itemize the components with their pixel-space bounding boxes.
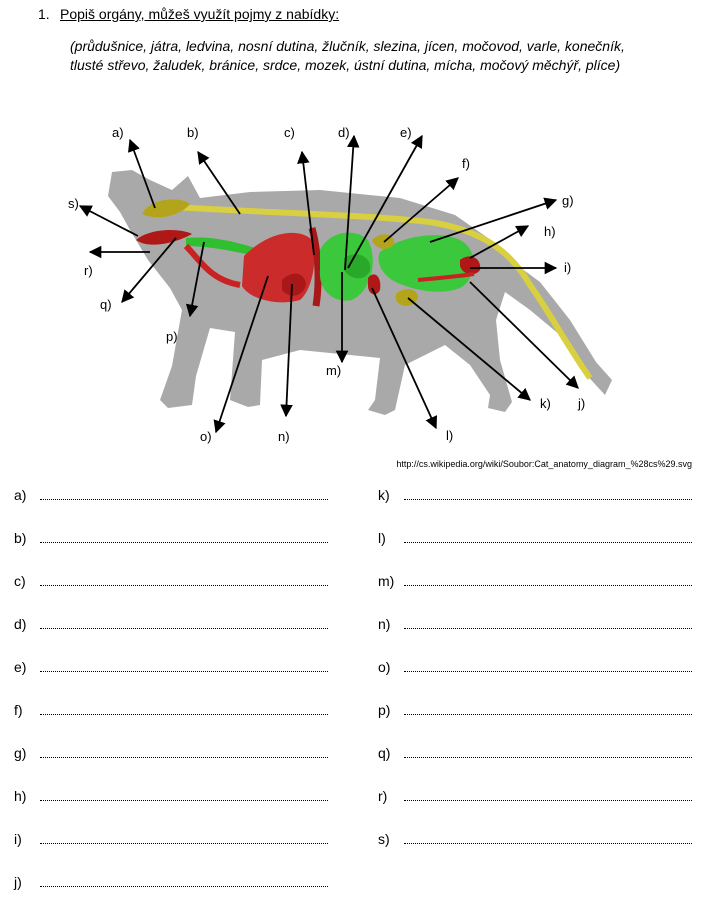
diagram-label-i: i)	[564, 260, 571, 275]
answer-key: a)	[14, 487, 27, 503]
answer-blank[interactable]	[404, 831, 692, 844]
answer-row-i: i)	[14, 829, 328, 849]
answer-blank[interactable]	[40, 874, 328, 887]
answer-blank[interactable]	[404, 788, 692, 801]
answer-key: k)	[378, 487, 390, 503]
answer-row-h: h)	[14, 786, 328, 806]
diagram-label-d: d)	[338, 125, 350, 140]
answer-key: m)	[378, 573, 395, 589]
answer-blank[interactable]	[40, 659, 328, 672]
answer-key: q)	[378, 745, 391, 761]
answer-blank[interactable]	[40, 487, 328, 500]
answer-key: g)	[14, 745, 27, 761]
trachea-shape	[186, 237, 262, 258]
answer-row-m: m)	[378, 571, 692, 591]
task-heading: 1. Popiš orgány, můžeš využít pojmy z nab…	[38, 6, 339, 22]
answer-row-r: r)	[378, 786, 692, 806]
answer-row-j: j)	[14, 872, 328, 892]
answer-blank[interactable]	[404, 487, 692, 500]
answer-row-f: f)	[14, 700, 328, 720]
answer-row-c: c)	[14, 571, 328, 591]
cat-anatomy-diagram: a) b) c) d) e) f) g) h) i) j) k) l) m) n…	[0, 110, 712, 455]
answer-blank[interactable]	[404, 702, 692, 715]
diagram-label-p: p)	[166, 329, 178, 344]
answer-key: n)	[378, 616, 391, 632]
spleen-shape	[368, 274, 381, 295]
term-list: (průdušnice, játra, ledvina, nosní dutin…	[70, 37, 710, 75]
answer-blank[interactable]	[404, 616, 692, 629]
diagram-label-c: c)	[284, 125, 295, 140]
answer-key: r)	[378, 788, 388, 804]
diagram-label-r: r)	[84, 263, 93, 278]
answer-key: j)	[14, 874, 22, 890]
stomach-shape	[344, 254, 371, 279]
answer-key: e)	[14, 659, 27, 675]
answer-row-a: a)	[14, 485, 328, 505]
diagram-label-o: o)	[200, 429, 212, 444]
diagram-label-m: m)	[326, 363, 341, 378]
answer-key: o)	[378, 659, 391, 675]
answer-row-o: o)	[378, 657, 692, 677]
answer-blank[interactable]	[40, 702, 328, 715]
answer-key: d)	[14, 616, 27, 632]
answer-row-e: e)	[14, 657, 328, 677]
diagram-label-f: f)	[462, 156, 470, 171]
diagram-label-e: e)	[400, 125, 412, 140]
answer-row-n: n)	[378, 614, 692, 634]
answer-row-s: s)	[378, 829, 692, 849]
answer-blank[interactable]	[404, 659, 692, 672]
answer-key: s)	[378, 831, 390, 847]
diagram-label-j: j)	[577, 396, 585, 411]
answer-blank[interactable]	[40, 788, 328, 801]
answer-blank[interactable]	[404, 745, 692, 758]
answer-row-l: l)	[378, 528, 692, 548]
answer-row-b: b)	[14, 528, 328, 548]
answer-blank[interactable]	[40, 745, 328, 758]
task-text: Popiš orgány, můžeš využít pojmy z nabíd…	[60, 6, 340, 22]
answer-key: h)	[14, 788, 27, 804]
diagram-label-h: h)	[544, 224, 556, 239]
pointer-arrows	[78, 134, 579, 434]
image-source-link[interactable]: http://cs.wikipedia.org/wiki/Soubor:Cat_…	[396, 459, 692, 469]
answer-key: f)	[14, 702, 23, 718]
answer-blank[interactable]	[404, 573, 692, 586]
answer-row-p: p)	[378, 700, 692, 720]
diagram-label-k: k)	[540, 396, 551, 411]
diaphragm-shape	[308, 227, 322, 307]
esophagus-shape	[183, 243, 241, 288]
term-list-line-2: tlusté střevo, žaludek, bránice, srdce, …	[70, 57, 621, 73]
diagram-label-a: a)	[112, 125, 124, 140]
answer-blank[interactable]	[404, 530, 692, 543]
term-list-line-1: (průdušnice, játra, ledvina, nosní dutin…	[70, 38, 625, 54]
diagram-label-l: l)	[446, 428, 453, 443]
diagram-label-n: n)	[278, 429, 290, 444]
diagram-label-q: q)	[100, 297, 112, 312]
heart-shape	[282, 273, 306, 296]
answer-row-d: d)	[14, 614, 328, 634]
diagram-label-g: g)	[562, 193, 574, 208]
answer-blank[interactable]	[40, 573, 328, 586]
answer-key: c)	[14, 573, 26, 589]
rectum-shape	[417, 272, 475, 282]
answer-key: i)	[14, 831, 22, 847]
answer-key: b)	[14, 530, 27, 546]
answer-blank[interactable]	[40, 831, 328, 844]
diagram-label-s: s)	[68, 196, 79, 211]
answer-row-g: g)	[14, 743, 328, 763]
answer-key: l)	[378, 530, 386, 546]
kidney-shape	[460, 256, 481, 275]
answer-blank[interactable]	[40, 530, 328, 543]
nasal-cavity-shape	[136, 230, 192, 245]
task-number: 1.	[38, 6, 50, 22]
answer-blank[interactable]	[40, 616, 328, 629]
diagram-label-b: b)	[187, 125, 199, 140]
answer-row-k: k)	[378, 485, 692, 505]
answer-key: p)	[378, 702, 391, 718]
answer-row-q: q)	[378, 743, 692, 763]
